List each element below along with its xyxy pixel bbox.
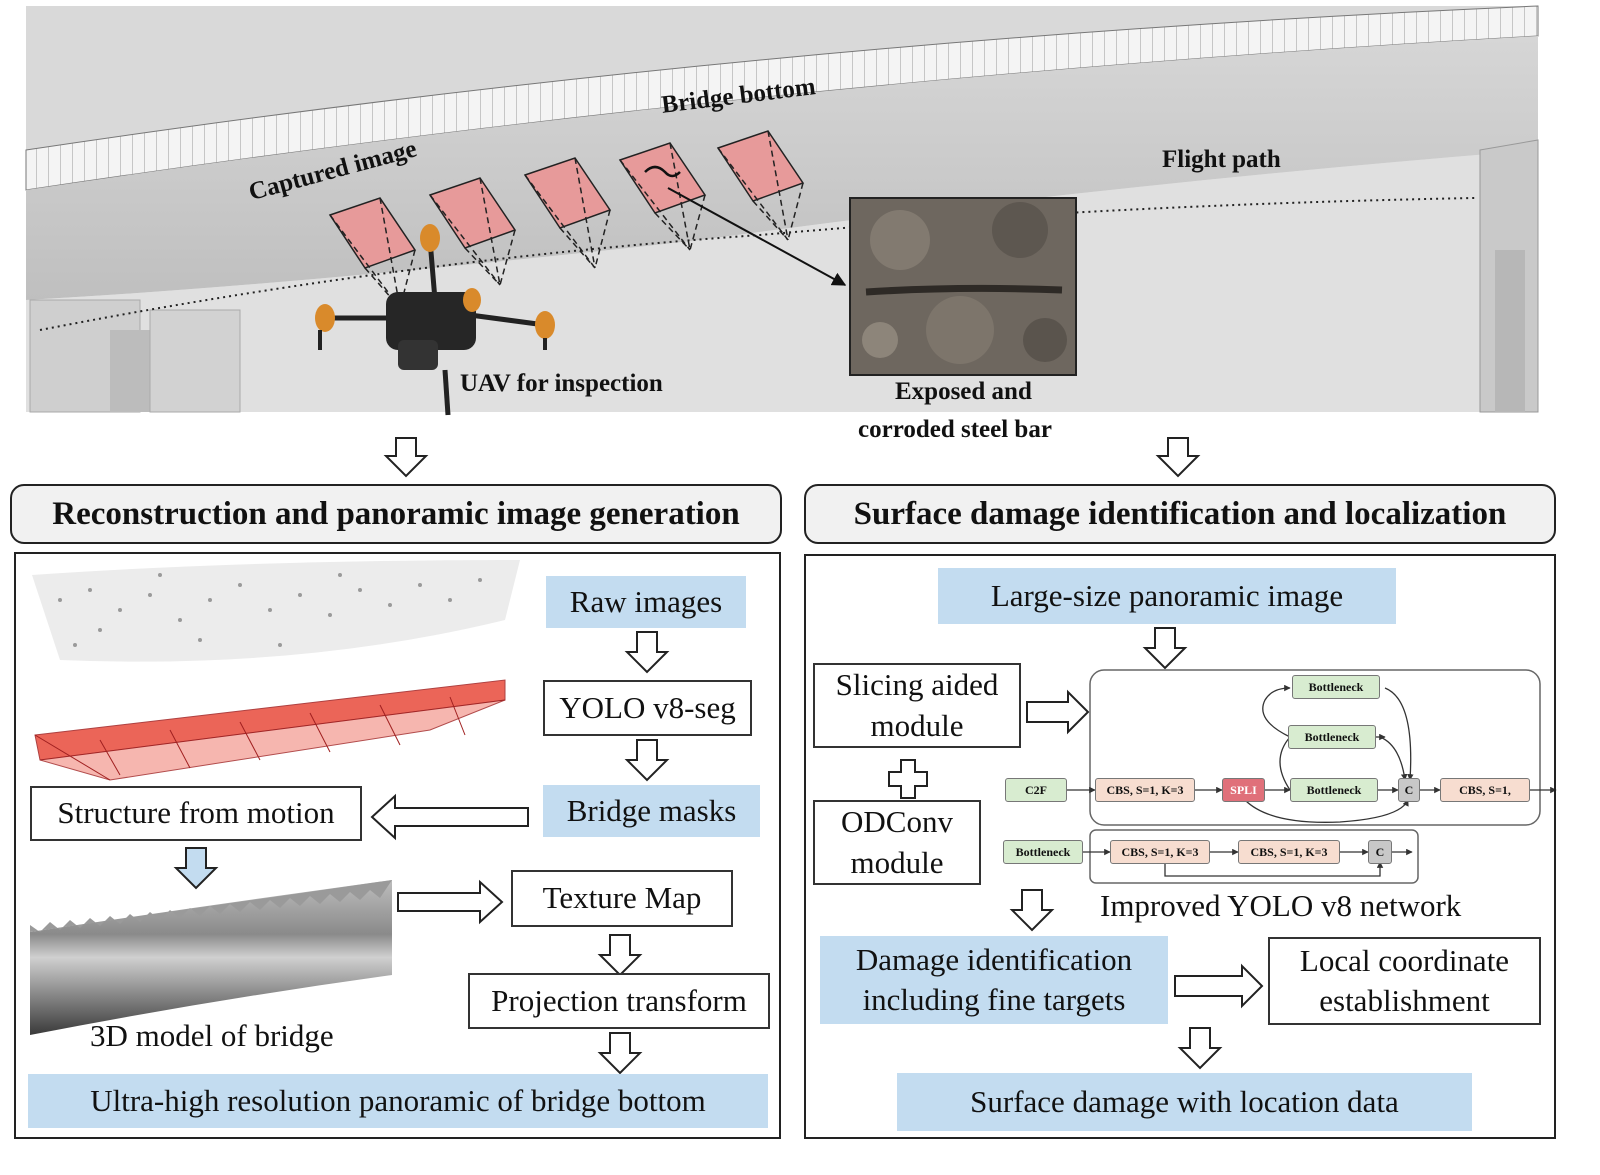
hollow-arrow-right xyxy=(397,879,504,925)
point-cloud xyxy=(32,560,520,662)
hollow-arrow-down xyxy=(624,739,670,782)
odconv-module-box: ODConv module xyxy=(813,800,981,885)
network-caption: Improved YOLO v8 network xyxy=(1100,888,1462,923)
damage-label-line2: including fine targets xyxy=(862,982,1126,1017)
right-panel xyxy=(804,554,1556,1139)
detail-arrow xyxy=(667,187,847,286)
surface-damage-output-box: Surface damage with location data xyxy=(897,1073,1472,1131)
slicing-aided-module-box: Slicing aided module xyxy=(813,663,1021,748)
net-bottleneck-top: Bottleneck xyxy=(1292,675,1380,699)
network-frame xyxy=(1089,669,1541,826)
net-bottleneck-mid: Bottleneck xyxy=(1288,725,1376,749)
flight-path-label: Flight path xyxy=(1162,146,1281,173)
net-odconv-concat: C xyxy=(1368,840,1392,864)
net-c2f: C2F xyxy=(1005,778,1067,802)
net-concat: C xyxy=(1398,778,1420,802)
damage-label-line1: Damage identification xyxy=(855,941,1133,977)
uav-label: UAV for inspection xyxy=(460,370,663,397)
exposed-bar-label-line2: corroded steel bar xyxy=(858,416,1052,443)
hollow-arrow-right xyxy=(1174,963,1264,1009)
net-cbs-k3: CBS, S=1, K=3 xyxy=(1095,778,1195,802)
net-split: SPLI xyxy=(1222,778,1265,802)
network-frame-small xyxy=(1089,829,1419,884)
right-panel-header: Surface damage identification and locali… xyxy=(804,484,1556,544)
camera-frustums xyxy=(34,679,506,781)
raw-images-box: Raw images xyxy=(546,576,746,628)
slicing-label-line1: Slicing aided xyxy=(835,667,999,703)
local-coordinate-box: Local coordinate establishment xyxy=(1268,937,1541,1025)
local-label-line2: establishment xyxy=(1319,983,1490,1018)
hollow-arrow-down xyxy=(173,847,219,890)
hollow-arrow-down xyxy=(624,631,670,674)
hollow-arrow-left xyxy=(370,793,529,841)
projection-transform-box: Projection transform xyxy=(468,973,770,1029)
plus-icon xyxy=(888,759,928,799)
large-panoramic-box: Large-size panoramic image xyxy=(938,568,1396,624)
sfm-box: Structure from motion xyxy=(30,786,362,841)
network-connectors xyxy=(1067,684,1557,877)
bridge-masks-box: Bridge masks xyxy=(543,785,760,837)
damage-identification-box: Damage identification including fine tar… xyxy=(820,936,1168,1024)
hollow-arrow-down xyxy=(597,1032,643,1075)
net-odconv-cbs-2: CBS, S=1, K=3 xyxy=(1238,840,1340,864)
hollow-arrow-down xyxy=(383,437,429,478)
local-label-line1: Local coordinate xyxy=(1299,942,1510,978)
net-cbs-s1: CBS, S=1, xyxy=(1440,778,1530,802)
hollow-arrow-down xyxy=(1155,437,1201,478)
net-odconv-bottleneck: Bottleneck xyxy=(1003,840,1083,864)
hollow-arrow-down xyxy=(1142,627,1188,670)
left-panel xyxy=(14,552,781,1139)
slicing-label-line2: module xyxy=(870,707,964,743)
odconv-label-line1: ODConv xyxy=(841,804,953,840)
model-caption: 3D model of bridge xyxy=(90,1018,334,1053)
hollow-arrow-down xyxy=(1177,1027,1223,1070)
hollow-arrow-right xyxy=(1026,689,1090,735)
left-panel-header: Reconstruction and panoramic image gener… xyxy=(10,484,782,544)
bridge-3d-model xyxy=(30,880,392,1035)
panoramic-output-box: Ultra-high resolution panoramic of bridg… xyxy=(28,1074,768,1128)
hollow-arrow-down xyxy=(597,934,643,977)
yolo-seg-box: YOLO v8-seg xyxy=(543,680,752,736)
hollow-arrow-down xyxy=(1009,889,1055,932)
bridge-scene xyxy=(25,5,1539,413)
net-bottleneck-main: Bottleneck xyxy=(1290,778,1378,802)
texture-map-box: Texture Map xyxy=(511,870,733,927)
exposed-bar-label-line1: Exposed and xyxy=(895,378,1032,405)
uav-drone xyxy=(315,224,555,416)
net-odconv-cbs-1: CBS, S=1, K=3 xyxy=(1110,840,1210,864)
odconv-label-line2: module xyxy=(850,844,944,880)
corrosion-photo xyxy=(849,197,1077,376)
